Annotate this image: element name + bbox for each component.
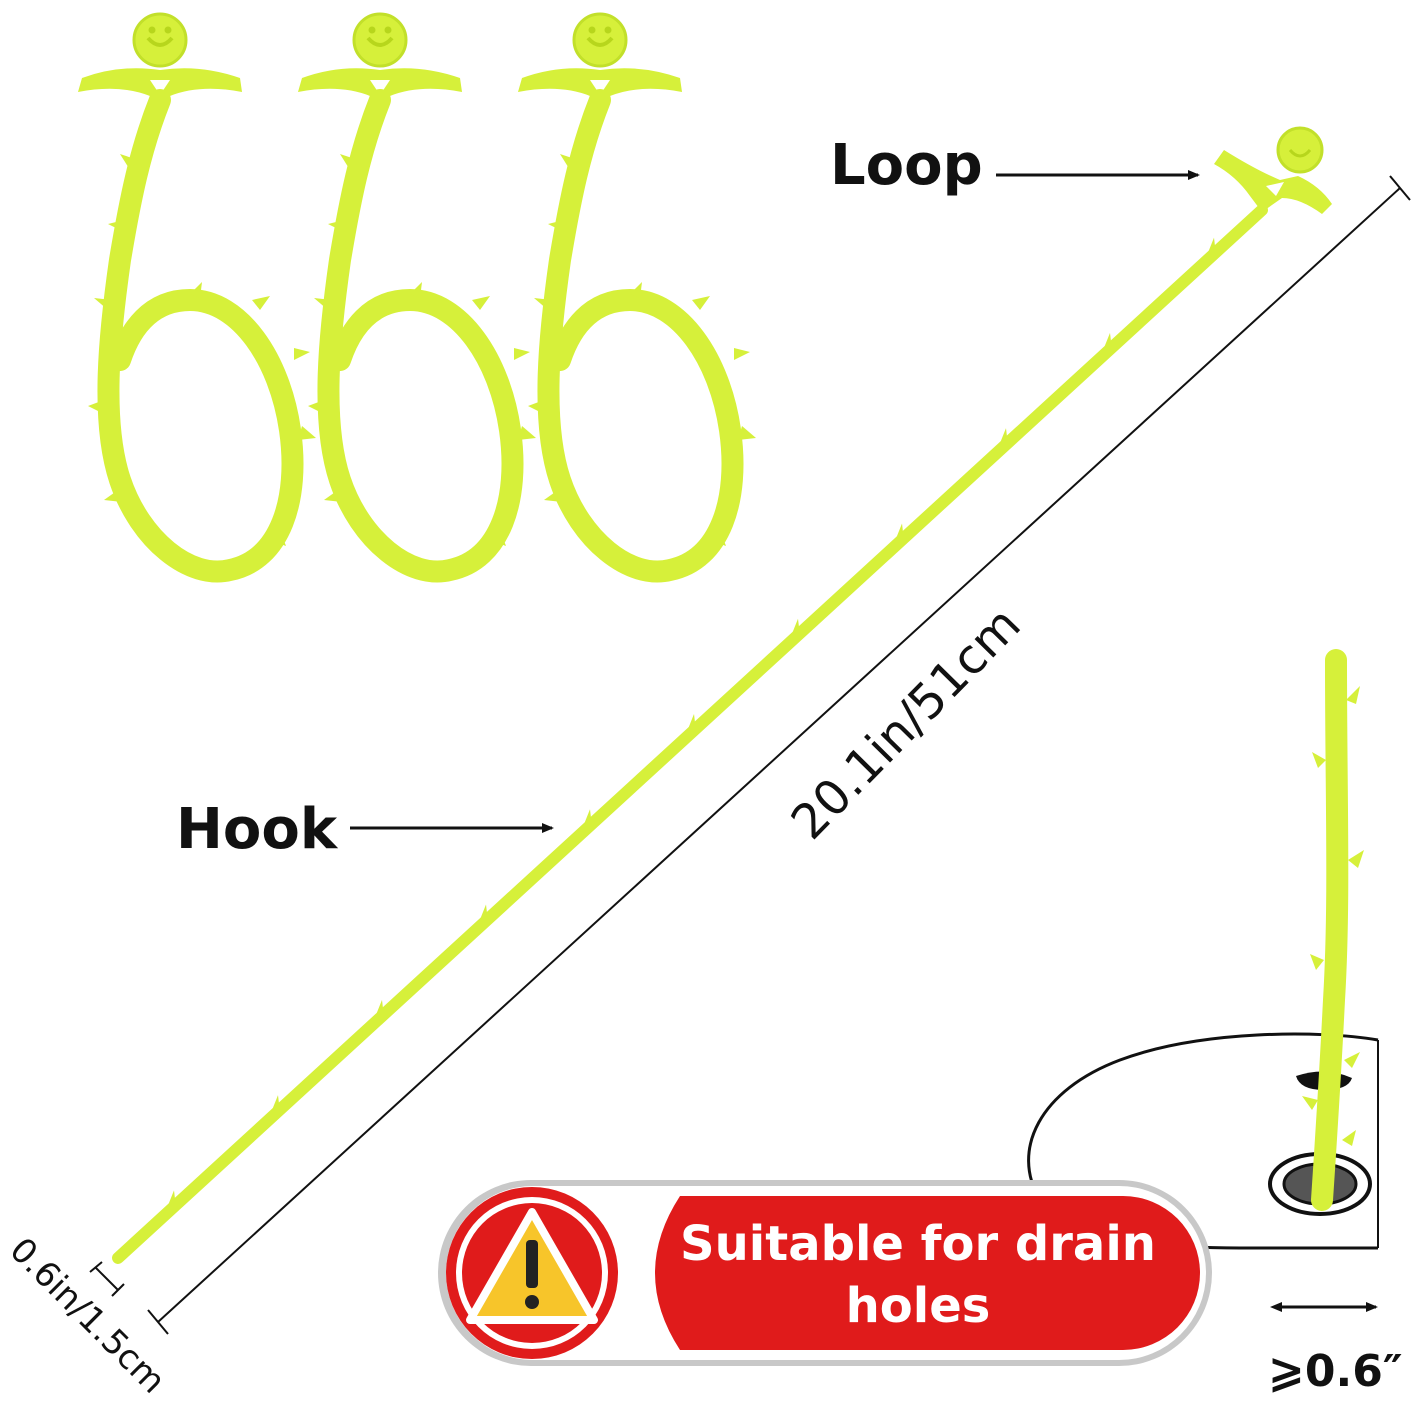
hook-thorn [268, 1095, 280, 1121]
loop-label: Loop [830, 133, 983, 198]
hook-thorn [1152, 297, 1174, 311]
hook-thorn [1048, 392, 1070, 406]
coiled-hook-3 [518, 14, 756, 572]
straight-drain-hook [112, 126, 1332, 1264]
drain-illustration [1027, 649, 1379, 1250]
hook-thorn [528, 868, 550, 882]
coiled-hook-2 [298, 14, 536, 572]
width-dimension [89, 1261, 125, 1297]
hole-size-label: ⩾0.6″ [1268, 1346, 1402, 1397]
hook-thorn [164, 1190, 176, 1216]
warning-icon [466, 1208, 598, 1324]
coiled-hook-1 [78, 14, 316, 572]
hook-thorn [320, 1059, 342, 1073]
hook-thorn [996, 428, 1008, 454]
hook-thorn [1100, 332, 1112, 358]
hook-thorn [372, 999, 384, 1025]
hook-thorn [580, 809, 592, 835]
width-label: 0.6in/1.5cm [2, 1230, 173, 1401]
banner-line-1: Suitable for drain [680, 1216, 1156, 1272]
banner-line-2: holes [846, 1278, 991, 1334]
length-dimension [147, 175, 1411, 1335]
hook-thorn [840, 583, 862, 597]
hook-thorn [684, 714, 696, 739]
hook-thorn [892, 523, 904, 549]
drain-holes-banner: Suitable for drain holes [438, 1180, 1212, 1366]
hook-thorn [1204, 237, 1216, 263]
hook-label: Hook [176, 797, 339, 862]
hook-thorn [476, 904, 488, 930]
hook-thorn [632, 773, 654, 787]
hook-thorn [736, 678, 758, 692]
hook-thorn [944, 487, 966, 501]
length-label: 20.1in/51cm [781, 596, 1032, 850]
hook-thorn [788, 618, 800, 644]
hook-thorn [424, 964, 446, 978]
hook-thorn [216, 1154, 238, 1168]
straight-hook-thorns [164, 237, 1216, 1216]
